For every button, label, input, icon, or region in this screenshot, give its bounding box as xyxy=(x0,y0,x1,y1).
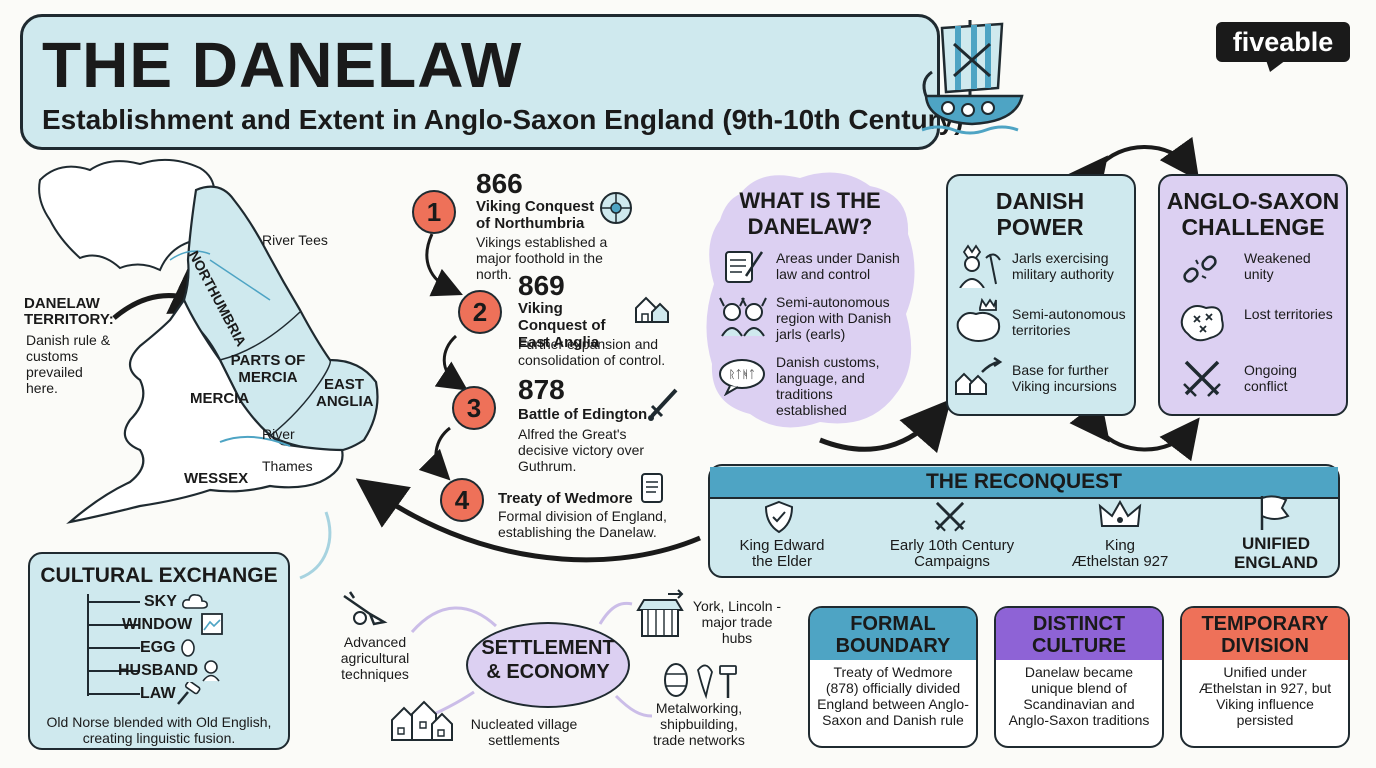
cultural-word-egg: EGG xyxy=(140,639,176,656)
scroll-quill-icon xyxy=(725,251,764,283)
jarl-icon xyxy=(959,244,1001,288)
gavel-icon xyxy=(177,682,201,705)
page-title: THE DANELAW xyxy=(42,29,523,101)
campaign-swords-icon xyxy=(934,501,966,532)
timeline-title-3: Battle of Edington xyxy=(518,406,648,423)
crossed-swords-icon xyxy=(1183,360,1221,397)
cloud-icon xyxy=(182,594,208,609)
speech-bubble-icon: ᚱᛏᚻᛏ xyxy=(719,359,765,396)
map-label-mercia: MERCIA xyxy=(190,390,250,407)
egg-icon xyxy=(181,639,195,657)
what-is-item-1: Areas under Danish law and control xyxy=(776,250,900,282)
settlement-item-4: Metalworking, shipbuilding, trade networ… xyxy=(653,700,745,748)
settlement-title: SETTLEMENT & ECONOMY xyxy=(481,637,615,683)
timeline-year-1: 866 xyxy=(476,168,523,199)
svg-text:ᚱᛏᚻᛏ: ᚱᛏᚻᛏ xyxy=(729,368,755,381)
shield-icon xyxy=(764,500,794,534)
anglo-saxon-item-2: Lost territories xyxy=(1244,306,1333,322)
flag-icon xyxy=(1260,495,1290,530)
reconquest-step-2: Early 10th Century Campaigns xyxy=(889,537,1015,570)
village-icon xyxy=(391,700,453,741)
settlement-item-1: Advanced agricultural techniques xyxy=(340,634,410,682)
settlement-oval xyxy=(466,622,630,708)
danish-power-item-2: Semi-autonomous territories xyxy=(1012,306,1126,338)
map-label-wessex: WESSEX xyxy=(184,470,249,487)
cultural-word-sky: SKY xyxy=(144,593,177,610)
map-label-river-thames-2: Thames xyxy=(262,458,313,474)
viking-ship-icon xyxy=(921,20,1024,135)
logo-tail-icon xyxy=(1266,60,1286,72)
timeline-number-1: 1 xyxy=(412,190,456,234)
cultural-word-window: WINDOW xyxy=(122,616,193,633)
barrel-fish-hammer-icon xyxy=(664,663,737,700)
timeline-number-2: 2 xyxy=(458,290,502,334)
card-formal-boundary-title: FORMAL BOUNDARY xyxy=(810,608,976,660)
settlement-item-2: Nucleated village settlements xyxy=(470,716,578,748)
danelaw-territory-title: DANELAW TERRITORY: xyxy=(24,295,114,328)
cultural-word-law: LAW xyxy=(140,685,176,702)
anglo-saxon-panel xyxy=(1158,174,1348,416)
timeline-title-2: Viking Conquest of East Anglia xyxy=(518,300,606,351)
reconquest-title: THE RECONQUEST xyxy=(710,467,1338,499)
cultural-exchange-panel xyxy=(28,552,290,750)
timeline-year-2: 869 xyxy=(518,270,565,301)
cultural-exchange-desc: Old Norse blended with Old English, crea… xyxy=(46,714,272,746)
window-icon xyxy=(201,613,223,635)
timeline-desc-2: Further expansion and consolidation of c… xyxy=(518,336,666,368)
danelaw-territory-desc: Danish rule & customs prevailed here. xyxy=(26,332,111,396)
timeline-title-1: Viking Conquest of Northumbria xyxy=(476,198,595,232)
timeline-number-4: 4 xyxy=(440,478,484,522)
crown-icon xyxy=(1098,500,1142,527)
timeline-desc-3: Alfred the Great's decisive victory over… xyxy=(518,426,645,474)
title-banner xyxy=(20,14,940,150)
what-is-title: WHAT IS THE DANELAW? xyxy=(739,188,881,239)
village-arrow-icon xyxy=(955,356,1003,395)
card-temporary-division-text: Unified under Æthelstan in 927, but Viki… xyxy=(1198,664,1332,728)
word-tree-lines xyxy=(87,594,140,696)
map-label-river-thames-1: River xyxy=(262,426,295,442)
timeline-number-3: 3 xyxy=(452,386,496,430)
reconquest-step-1: King Edward the Elder xyxy=(739,537,825,570)
card-temporary-division-title: TEMPORARY DIVISION xyxy=(1182,608,1348,660)
broken-chain-icon xyxy=(1183,255,1217,283)
what-is-item-3: Danish customs, language, and traditions… xyxy=(776,354,880,418)
map-label-parts-of-mercia: PARTS OF MERCIA xyxy=(230,352,306,386)
viking-people-icon xyxy=(719,297,767,337)
card-distinct-culture-text: Danelaw became unique blend of Scandinav… xyxy=(1008,664,1150,728)
anglo-saxon-item-3: Ongoing conflict xyxy=(1244,362,1297,394)
danish-power-item-1: Jarls exercising military authority xyxy=(1012,250,1114,282)
england-map xyxy=(38,158,379,524)
danish-power-title: DANISH POWER xyxy=(995,188,1085,240)
lost-map-icon xyxy=(1180,305,1224,342)
cultural-word-husband: HUSBAND xyxy=(118,662,198,679)
cultural-exchange-title: CULTURAL EXCHANGE xyxy=(40,564,278,587)
market-stall-icon xyxy=(636,589,684,637)
card-formal-boundary-text: Treaty of Wedmore (878) officially divid… xyxy=(817,664,969,728)
page-subtitle: Establishment and Extent in Anglo-Saxon … xyxy=(42,104,964,135)
map-label-river-tees: River Tees xyxy=(262,232,328,248)
scroll-icon xyxy=(641,473,663,503)
timeline-desc-4: Formal division of England, establishing… xyxy=(498,508,667,540)
danish-power-item-3: Base for further Viking incursions xyxy=(1012,362,1117,394)
timeline-year-3: 878 xyxy=(518,374,565,405)
fiveable-logo: fiveable xyxy=(1216,22,1350,62)
reconquest-step-4: UNIFIED ENGLAND xyxy=(1233,534,1319,572)
crown-territory-icon xyxy=(956,298,1001,342)
what-is-item-2: Semi-autonomous region with Danish jarls… xyxy=(776,294,892,342)
sword-icon xyxy=(648,388,678,421)
plough-icon xyxy=(343,591,388,626)
timeline-title-4: Treaty of Wedmore xyxy=(498,490,633,507)
timeline-desc-1: Vikings established a major foothold in … xyxy=(476,234,608,282)
village-huts-icon xyxy=(635,296,669,323)
anglo-saxon-item-1: Weakened unity xyxy=(1244,250,1311,282)
viking-shield-icon xyxy=(600,192,632,224)
danish-power-panel xyxy=(946,174,1136,416)
card-distinct-culture-title: DISTINCT CULTURE xyxy=(996,608,1162,660)
map-label-east-anglia: EAST ANGLIA xyxy=(316,376,374,410)
reconquest-step-3: King Æthelstan 927 xyxy=(1071,537,1169,570)
anglo-saxon-title: ANGLO-SAXON CHALLENGE xyxy=(1166,188,1340,240)
settlement-item-3: York, Lincoln - major trade hubs xyxy=(692,598,782,646)
husband-icon xyxy=(202,660,220,682)
